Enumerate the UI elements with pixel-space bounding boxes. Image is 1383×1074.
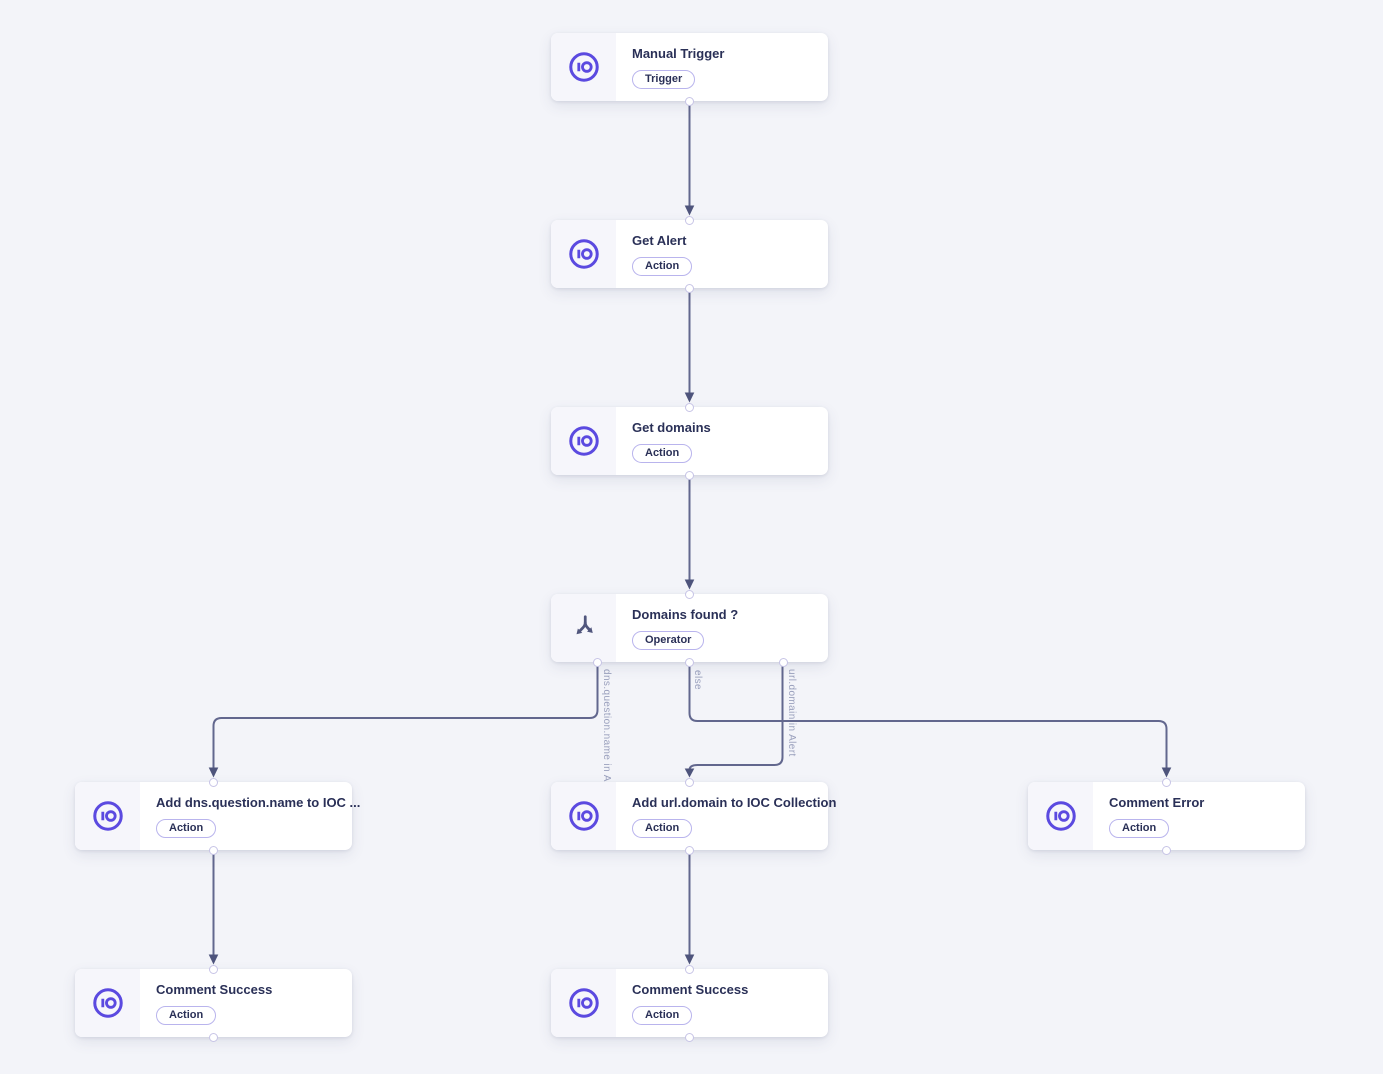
port-bottom-right[interactable] xyxy=(778,657,788,667)
node-type-badge: Trigger xyxy=(632,70,696,89)
node-icon-cell xyxy=(551,594,616,662)
edge-domains-found-else-to-comment-error[interactable] xyxy=(688,666,1172,778)
node-title: Get domains xyxy=(632,420,711,435)
sekoia-io-logo-icon xyxy=(568,239,599,269)
port-bottom[interactable] xyxy=(685,283,694,293)
node-icon-cell xyxy=(551,220,616,288)
sekoia-io-logo-icon xyxy=(1045,801,1076,831)
sekoia-io-logo-icon xyxy=(568,801,599,831)
port-top[interactable] xyxy=(209,777,218,787)
port-top[interactable] xyxy=(685,215,694,225)
port-bottom[interactable] xyxy=(685,1032,694,1042)
node-get-domains[interactable]: Get domains Action xyxy=(551,402,828,480)
node-title: Comment Success xyxy=(156,982,273,997)
port-bottom[interactable] xyxy=(685,845,694,855)
edge-domains-found-to-add-dns[interactable] xyxy=(208,666,599,778)
node-icon-cell xyxy=(551,782,616,850)
sekoia-io-logo-icon xyxy=(92,988,123,1018)
port-top[interactable] xyxy=(685,777,694,787)
port-top[interactable] xyxy=(1162,777,1171,787)
node-type-badge: Action xyxy=(632,1006,693,1025)
edge-label-url-condition: url.domain in Alert xyxy=(786,669,797,757)
sekoia-io-logo-icon xyxy=(92,801,123,831)
edge-manual-trigger-to-get-alert[interactable] xyxy=(684,105,695,216)
sekoia-io-logo-icon xyxy=(568,426,599,456)
node-title: Get Alert xyxy=(632,233,687,248)
node-type-badge: Action xyxy=(1109,819,1170,838)
edge-get-domains-to-domains-found[interactable] xyxy=(684,479,695,590)
port-top[interactable] xyxy=(209,964,218,974)
edge-add-dns-to-comment-success[interactable] xyxy=(208,853,219,965)
node-icon-cell xyxy=(551,407,616,475)
node-type-badge: Action xyxy=(156,819,217,838)
port-bottom-left[interactable] xyxy=(592,657,602,667)
node-type-badge: Action xyxy=(632,444,693,463)
node-icon-cell xyxy=(75,969,140,1037)
node-comment-success-mid[interactable]: Comment Success Action xyxy=(551,964,828,1042)
node-title: Add dns.question.name to IOC ... xyxy=(156,795,361,810)
edge-domains-found-to-add-url[interactable] xyxy=(684,666,784,778)
port-top[interactable] xyxy=(685,402,694,412)
node-type-badge: Action xyxy=(632,257,693,276)
sekoia-io-logo-icon xyxy=(568,988,599,1018)
edge-get-alert-to-get-domains[interactable] xyxy=(684,292,695,403)
node-icon-cell xyxy=(75,782,140,850)
edge-add-url-to-comment-success[interactable] xyxy=(684,853,695,965)
node-type-badge: Action xyxy=(632,819,693,838)
node-title: Domains found ? xyxy=(632,607,739,622)
node-manual-trigger[interactable]: Manual Trigger Trigger xyxy=(551,33,828,106)
node-icon-cell xyxy=(1028,782,1093,850)
port-bottom[interactable] xyxy=(685,470,694,480)
edge-label-dns-condition: dns.question.name in Alert xyxy=(601,669,612,798)
edge-label-else: else xyxy=(692,670,703,690)
sekoia-io-logo-icon xyxy=(568,52,599,82)
node-get-alert[interactable]: Get Alert Action xyxy=(551,215,828,293)
port-bottom[interactable] xyxy=(209,1032,218,1042)
node-title: Add url.domain to IOC Collection xyxy=(632,795,837,810)
port-bottom[interactable] xyxy=(1162,845,1171,855)
node-title: Comment Error xyxy=(1109,795,1205,810)
node-type-badge: Operator xyxy=(632,631,705,650)
node-comment-error[interactable]: Comment Error Action xyxy=(1028,777,1305,855)
node-domains-found-operator[interactable]: Domains found ? Operator xyxy=(551,589,828,667)
port-bottom[interactable] xyxy=(209,845,218,855)
node-type-badge: Action xyxy=(156,1006,217,1025)
port-bottom[interactable] xyxy=(685,96,694,106)
port-top[interactable] xyxy=(685,589,694,599)
node-add-url-to-ioc[interactable]: Add url.domain to IOC Collection Action xyxy=(551,777,836,855)
split-branch-icon xyxy=(576,615,593,635)
node-title: Manual Trigger xyxy=(632,46,725,61)
port-top[interactable] xyxy=(685,964,694,974)
node-title: Comment Success xyxy=(632,982,749,997)
port-bottom-center[interactable] xyxy=(685,657,694,667)
node-comment-success-left[interactable]: Comment Success Action xyxy=(75,964,352,1042)
node-add-dns-to-ioc[interactable]: Add dns.question.name to IOC ... Action xyxy=(75,777,360,855)
node-icon-cell xyxy=(551,33,616,101)
node-icon-cell xyxy=(551,969,616,1037)
